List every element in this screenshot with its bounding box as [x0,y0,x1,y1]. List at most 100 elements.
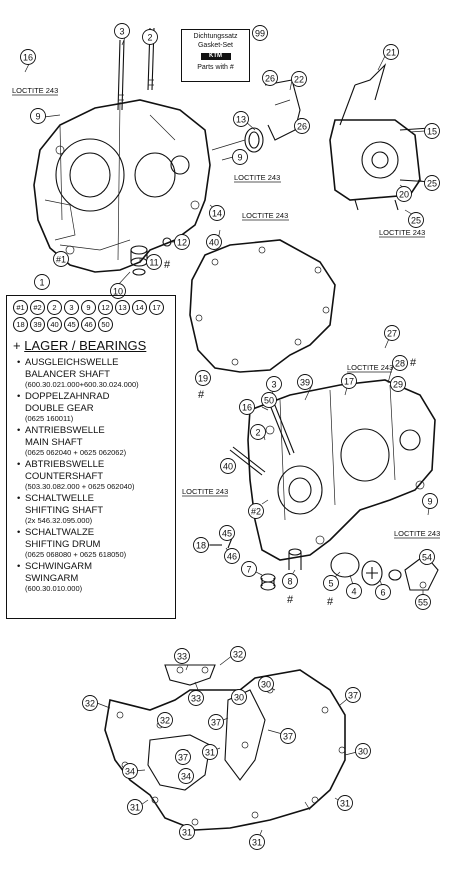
part-callout-number: 28 [395,359,405,369]
part-callout: 19 [195,370,211,386]
bearing-part-numbers: (600.30.021.000+600.30.024.000) [25,380,139,389]
circled-reference: 45 [64,317,79,332]
hash-mark: # [164,259,171,271]
part-callout: 30 [231,689,247,705]
part-callout-number: 45 [222,529,232,539]
part-callout: 50 [261,392,277,408]
part-callout-number: 20 [399,190,409,200]
part-callout: 4 [346,583,362,599]
bullet: • [17,357,21,368]
part-callout-number: 6 [380,588,385,598]
part-callout: 29 [390,376,406,392]
gasket-hash-marks: # # # # # [164,259,417,608]
legend-title-sep: / [68,338,80,353]
part-callout-number: 30 [261,680,271,690]
legend-title-en: BEARINGS [79,338,147,353]
part-callout: 26 [294,118,310,134]
part-callout-number: #1 [56,255,66,265]
hash-mark: # [327,596,334,608]
part-callout-number: 30 [358,747,368,757]
part-callout-number: 26 [297,122,307,132]
part-callout: 45 [219,525,235,541]
circled-reference: 3 [64,300,79,315]
loctite-label: LOCTITE 243 [394,529,440,538]
bearing-part-numbers: (0625 160011) [25,414,74,423]
part-callout-number: 29 [393,380,403,390]
hash-mark: # [287,594,294,606]
circled-reference: 40 [47,317,62,332]
part-callout: 55 [415,594,431,610]
part-callout: 10 [110,283,126,299]
part-callout: 16 [20,49,36,65]
part-callout-number: 16 [23,53,33,63]
ktm-logo: KTM [200,53,231,60]
circled-reference: 39 [30,317,45,332]
loctite-labels: LOCTITE 243 LOCTITE 243 LOCTITE 243 LOCT… [12,86,440,539]
bearing-name-en: SHIFTING DRUM [25,538,101,550]
part-callout: 33 [174,648,190,664]
circled-reference: #1 [13,300,28,315]
bearing-name-de: DOPPELZAHNRAD [25,391,110,402]
crankcase-studs-lower [229,397,295,476]
plug-12 [162,237,172,247]
part-callout: 26 [262,70,278,86]
part-callout-number: 1 [39,278,44,288]
part-callout-number: 5 [328,579,333,589]
bearing-part-numbers: (0625 062040 + 0625 062062) [25,448,127,457]
part-callout: 34 [178,768,194,784]
circled-reference: 9 [81,300,96,315]
part-callout-number: #2 [251,507,261,517]
bearing-part-numbers: (600.30.010.000) [25,584,83,593]
part-callout-number: 50 [264,396,274,406]
part-callout-number: 3 [119,27,124,37]
bullet: • [17,493,21,504]
part-callout: 2 [142,29,158,45]
part-callout-number: 31 [252,838,262,848]
part-callout: 12 [174,234,190,250]
part-callout: #2 [248,503,264,519]
part-callout: 31 [337,795,353,811]
bearing-name-de: SCHWINGARM [25,561,93,572]
part-callout: 99 [252,25,268,41]
part-callout-number: 39 [300,378,310,388]
part-callout: 32 [157,712,173,728]
part-callout-number: 40 [223,462,233,472]
part-callout-number: 54 [422,553,432,563]
part-callout-number: 32 [233,650,243,660]
part-callout: 1 [34,274,50,290]
part-callout-number: 37 [348,691,358,701]
gasket-set-note: Parts with # [197,64,234,71]
part-callout-number: 11 [149,258,158,268]
part-callout-number: 12 [177,238,187,248]
part-callout-number: 9 [237,153,242,163]
bearing-name-en: SWINGARM [25,572,79,584]
circled-reference: 46 [81,317,96,332]
part-callout-number: 16 [242,403,252,413]
hash-mark: # [410,357,417,369]
part-callout: 40 [220,458,236,474]
oil-drain-plug [260,548,302,591]
circled-reference: 14 [132,300,147,315]
part-callout-number: 9 [35,112,40,122]
part-callout-number: 46 [227,552,237,562]
part-callout: 5 [323,575,339,591]
part-callout: 31 [249,834,265,850]
bearing-part-numbers: (503.30.082.000 + 0625 062040) [25,482,135,491]
bearing-part-numbers: (2x 546.32.095.000) [25,516,93,525]
loctite-label: LOCTITE 243 [182,487,228,496]
part-callout-number: 33 [191,694,201,704]
part-callout: 32 [230,646,246,662]
part-callout: 17 [341,373,357,389]
part-callout-number: 2 [147,33,152,43]
bearing-name-en: SHIFTING SHAFT [25,504,104,516]
part-callout-number: 4 [351,587,356,597]
part-callout-number: 25 [411,216,421,226]
part-callout-number: 34 [125,767,135,777]
part-callout: 22 [291,71,307,87]
